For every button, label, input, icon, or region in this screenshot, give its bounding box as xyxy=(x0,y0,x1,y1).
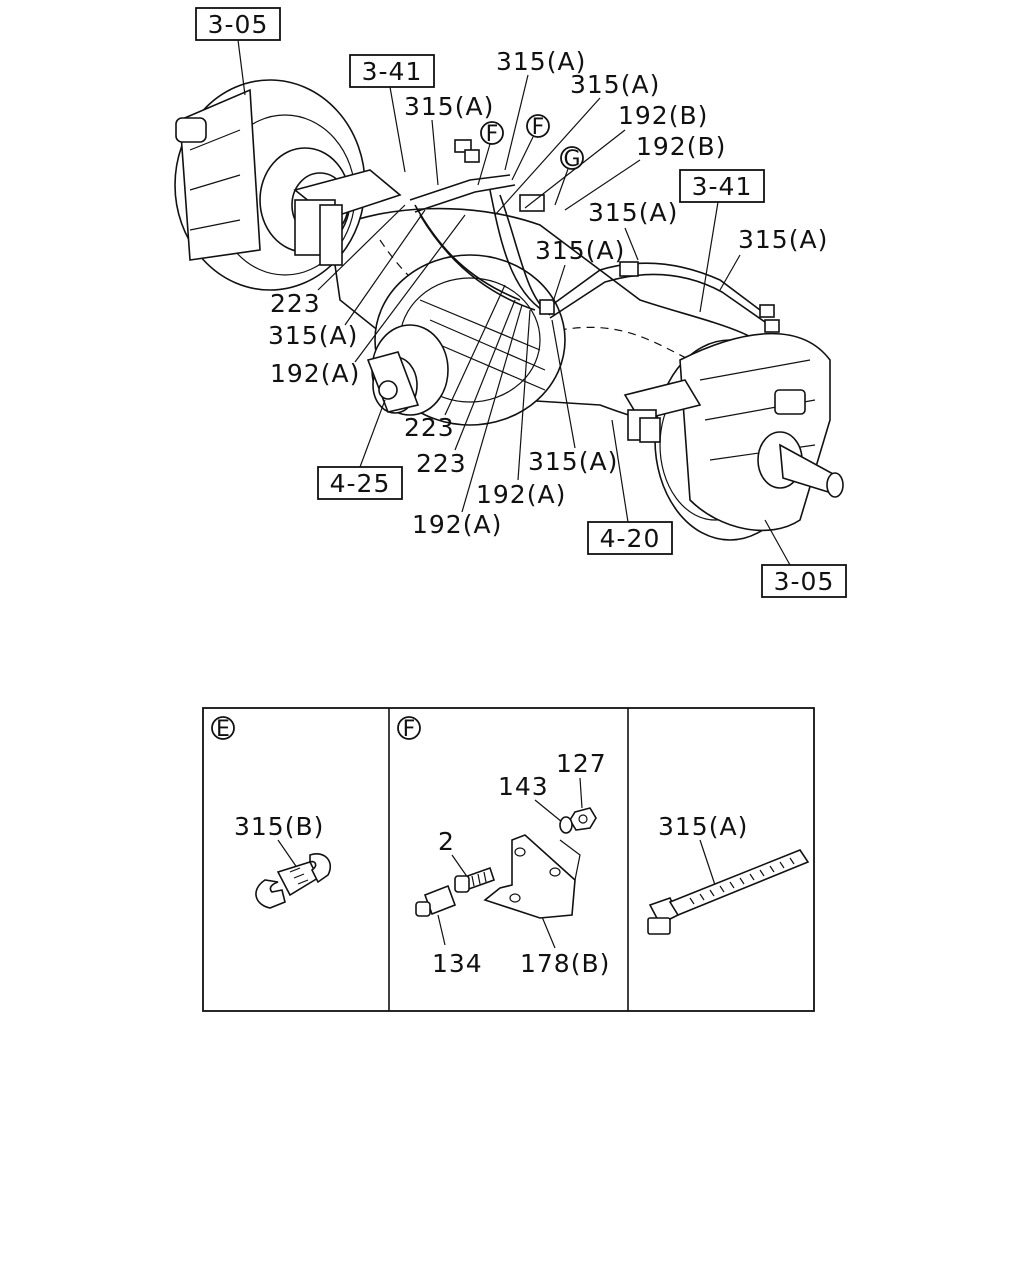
callout-192b: 192(B) xyxy=(636,132,726,161)
callout-315a: 315(A) xyxy=(528,447,618,476)
ref-box-4-20: 4-20 xyxy=(587,419,673,555)
callout-192a: 192(A) xyxy=(476,480,566,509)
part-134-label: 134 xyxy=(432,949,483,978)
callout-192a: 192(A) xyxy=(412,510,502,539)
ref-box-4-25: 4-25 xyxy=(317,399,403,500)
svg-text:3-05: 3-05 xyxy=(208,10,269,39)
rear-axle-assembly xyxy=(174,79,844,541)
callout-192a: 192(A) xyxy=(270,359,360,388)
callout-223: 223 xyxy=(404,413,455,442)
panel-e-label: 315(B) xyxy=(234,812,324,841)
circle-letter-f: F xyxy=(477,121,504,186)
circle-letter-f: F xyxy=(511,114,550,181)
callout-315a: 315(A) xyxy=(535,236,625,265)
circle-letter-g: G xyxy=(554,146,584,206)
detail-panel-315a: 315(A) xyxy=(647,812,810,935)
callout-315a: 315(A) xyxy=(496,47,586,76)
callout-315a: 315(A) xyxy=(404,92,494,121)
ref-box-3-41-right: 3-41 xyxy=(679,169,765,313)
svg-text:3-41: 3-41 xyxy=(692,172,753,201)
detail-panel-f: F 127 143 2 134 178(B) xyxy=(397,716,610,978)
callout-315a: 315(A) xyxy=(588,198,678,227)
detail-panel-e: E 315(B) xyxy=(211,716,332,909)
svg-text:4-20: 4-20 xyxy=(600,524,661,553)
callout-315a: 315(A) xyxy=(268,321,358,350)
ref-box-3-05-top: 3-05 xyxy=(195,7,281,96)
panel-f-letter: F xyxy=(403,717,416,742)
svg-text:G: G xyxy=(563,147,580,172)
callout-labels: 315(A) 315(A) 315(A) 192(B) 192(B) 315(A… xyxy=(268,47,828,539)
callout-192b: 192(B) xyxy=(618,101,708,130)
part-178b-label: 178(B) xyxy=(520,949,610,978)
callout-223: 223 xyxy=(416,449,467,478)
ref-box-3-41-top: 3-41 xyxy=(349,54,435,173)
svg-text:F: F xyxy=(532,115,545,140)
panel-3-label: 315(A) xyxy=(658,812,748,841)
part-143-label: 143 xyxy=(498,772,549,801)
svg-text:F: F xyxy=(486,122,499,147)
callout-315a: 315(A) xyxy=(570,70,660,99)
part-2-label: 2 xyxy=(438,827,455,856)
callout-315a: 315(A) xyxy=(738,225,828,254)
svg-text:3-05: 3-05 xyxy=(774,567,835,596)
detail-panels-frame xyxy=(202,707,815,1012)
panel-e-letter: E xyxy=(216,717,230,742)
callout-223: 223 xyxy=(270,289,321,318)
ref-box-3-05-bottom: 3-05 xyxy=(761,519,847,598)
svg-text:3-41: 3-41 xyxy=(362,57,423,86)
part-127-label: 127 xyxy=(556,749,607,778)
svg-text:4-25: 4-25 xyxy=(330,469,391,498)
